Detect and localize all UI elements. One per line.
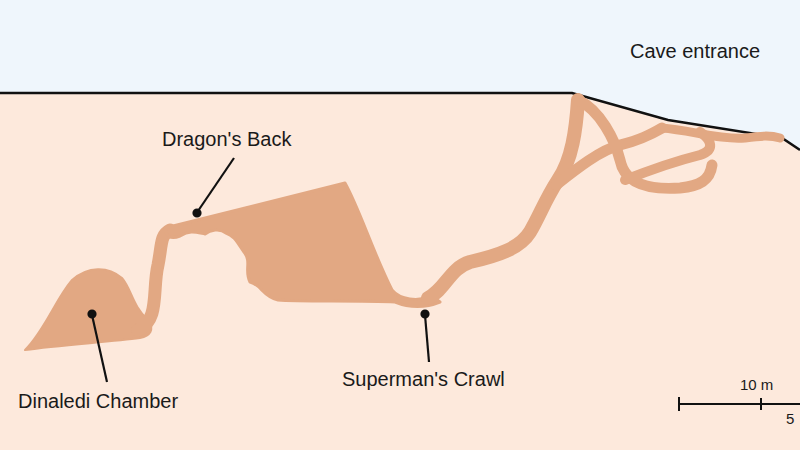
passage	[662, 128, 780, 138]
scale-tick	[678, 397, 680, 411]
leader-line	[198, 158, 234, 211]
scale-bar	[678, 403, 800, 405]
leader-dot	[422, 311, 429, 318]
scale-tick	[760, 398, 762, 410]
part-label: Dragon's Back	[162, 128, 291, 151]
scale-label: 10 m	[740, 376, 773, 393]
leader-dot	[194, 210, 201, 217]
ground-surface	[0, 93, 800, 150]
part-label: Superman's Crawl	[342, 368, 505, 391]
dinaledi-chamber	[25, 269, 151, 350]
scale-label: 5	[786, 410, 794, 427]
passage	[428, 100, 578, 298]
big-chamber	[165, 183, 440, 307]
leader-line	[92, 315, 107, 382]
part-label: Dinaledi Chamber	[18, 390, 178, 413]
passage	[138, 230, 170, 330]
leader-dot	[89, 311, 96, 318]
leader-line	[425, 315, 429, 362]
passage	[625, 132, 710, 180]
entrance-label: Cave entrance	[630, 40, 760, 63]
passage	[578, 100, 712, 188]
sky	[0, 0, 800, 150]
